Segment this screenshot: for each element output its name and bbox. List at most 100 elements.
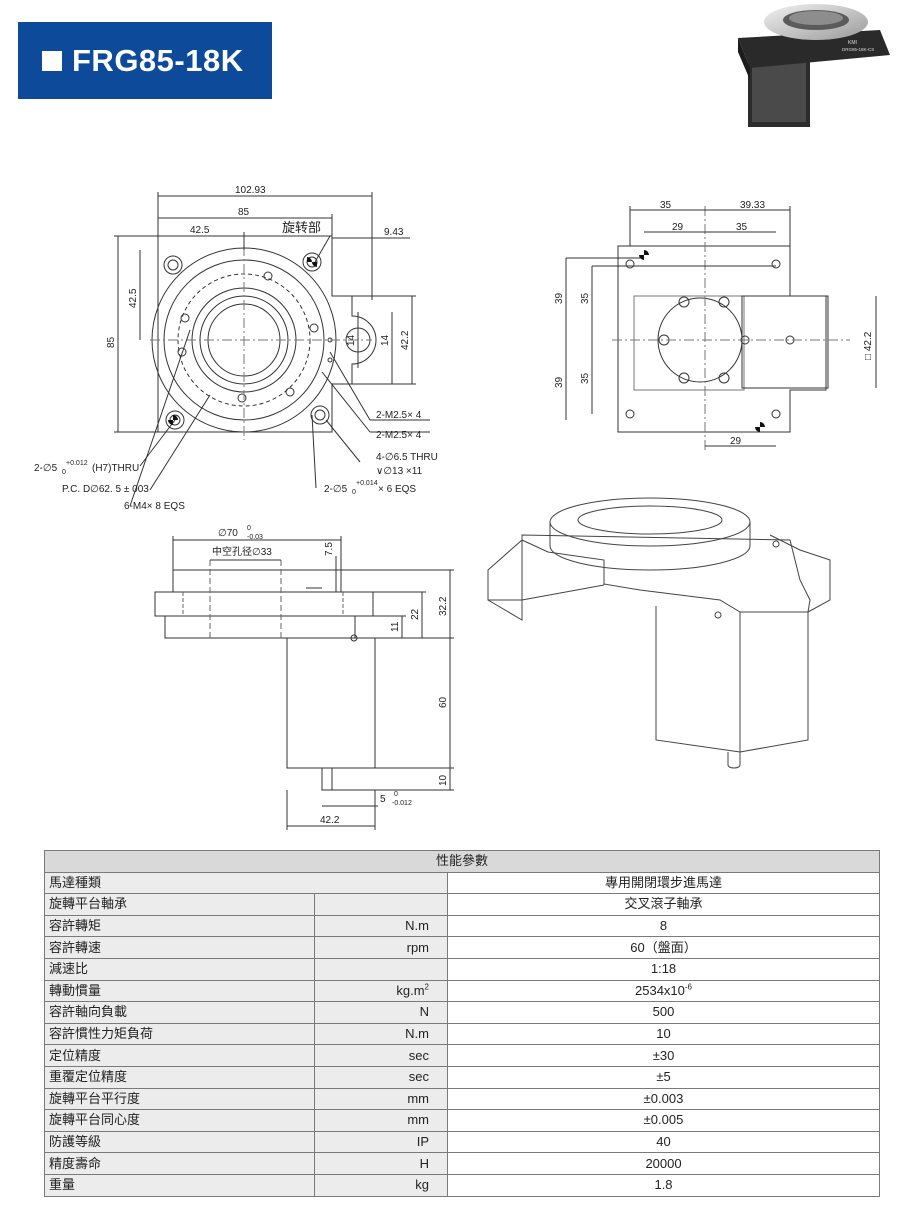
dim-side-42-2: 42.2: [320, 815, 340, 826]
spec-unit-text: N.m: [405, 918, 429, 934]
spec-value-text: 1.8: [654, 1177, 673, 1193]
spec-name: 精度壽命: [44, 1152, 315, 1175]
spec-name: 馬達種類: [44, 871, 448, 895]
dim-half-width: 42.5: [190, 225, 210, 236]
spec-unit-text: rpm: [406, 939, 429, 955]
dim-22: 22: [410, 608, 421, 620]
spec-name: 轉動慣量: [44, 979, 315, 1003]
note-m2-5a: 2-M2.5× 4: [376, 410, 422, 421]
note-pin-1-fit: (H7)THRU: [92, 463, 139, 474]
spec-value: 交叉滾子軸承: [446, 893, 881, 916]
spec-value: 專用開閉環步進馬達: [446, 871, 881, 895]
spec-unit: sec: [314, 1044, 448, 1067]
spec-unit-text: sec: [408, 1047, 429, 1063]
spec-value: 2534x10-6: [446, 979, 881, 1003]
spec-unit: mm: [314, 1087, 448, 1111]
spec-value-text: 500: [652, 1004, 675, 1020]
dim-39b: 39: [554, 376, 565, 388]
dim-14a: 14: [346, 334, 357, 346]
spec-unit: N.m: [314, 914, 448, 938]
spec-unit-text: H: [419, 1155, 429, 1171]
spec-unit: H: [314, 1152, 448, 1175]
spec-value-text: 專用開閉環步進馬達: [605, 874, 723, 890]
note-pin-1-tol0: 0: [62, 469, 66, 476]
dim-width: 85: [238, 207, 250, 218]
note-pin-1: 2-∅5: [34, 463, 58, 474]
spec-value: 500: [446, 1001, 881, 1024]
spec-unit: kg.m2: [314, 979, 448, 1003]
technical-drawing: 102.93 85 42.5 旋转部 9.43 85 42.5 14 14 42…: [34, 185, 877, 830]
note-m2-5b: 2-M2.5× 4: [376, 430, 422, 441]
dim-35b: 35: [736, 222, 748, 233]
spec-value: 10: [446, 1022, 881, 1046]
spec-table-header: 性能參數: [43, 850, 881, 873]
dim-60: 60: [438, 696, 449, 708]
spec-name: 容許轉速: [44, 936, 315, 959]
spec-name: 定位精度: [44, 1044, 315, 1067]
dim-39-33: 39.33: [740, 200, 765, 211]
note-pin-1-tol: +0.012: [66, 460, 88, 467]
spec-value: 20000: [446, 1152, 881, 1175]
dim-overall-width: 102.93: [235, 185, 266, 196]
spec-value-text: 2534x10: [635, 982, 685, 998]
spec-unit: N: [314, 1001, 448, 1024]
spec-value: ±0.005: [446, 1109, 881, 1132]
spec-unit: mm: [314, 1109, 448, 1132]
spec-unit-text: IP: [416, 1134, 429, 1150]
spec-value-text: 60（盤面）: [630, 939, 697, 955]
label-hollow: 中空孔径∅33: [212, 545, 272, 558]
photo-label-1: KMI: [848, 40, 857, 46]
label-rotating: 旋转部: [282, 220, 321, 235]
spec-unit: rpm: [314, 936, 448, 959]
spec-value-text: 8: [659, 918, 668, 934]
spec-value: ±30: [446, 1044, 881, 1067]
note-holes-1: 4-∅6.5 THRU: [376, 452, 438, 463]
spec-value: 60（盤面）: [446, 936, 881, 959]
spec-value-text: 20000: [645, 1155, 682, 1171]
dim-10: 10: [438, 774, 449, 786]
spec-name: 減速比: [44, 957, 315, 981]
spec-value-text: ±0.005: [643, 1112, 684, 1128]
table-row: 重覆定位精度 sec ±5: [44, 1065, 881, 1089]
dim-29b: 29: [730, 436, 742, 447]
spec-value-text: 40: [656, 1134, 671, 1150]
spec-unit-text: sec: [408, 1069, 429, 1085]
spec-unit: [314, 893, 448, 916]
spec-unit-sup: 2: [424, 982, 429, 992]
dim-7-5: 7.5: [324, 542, 335, 556]
spec-name: 重覆定位精度: [44, 1065, 315, 1089]
spec-value-text: 1:18: [650, 961, 677, 977]
spec-value-text: 10: [656, 1026, 671, 1042]
table-row: 旋轉平台軸承交叉滾子軸承: [44, 893, 881, 916]
spec-name: 旋轉平台同心度: [44, 1109, 315, 1132]
dim-14b: 14: [380, 334, 391, 346]
spec-unit-text: N.m: [405, 1026, 429, 1042]
dim-39a: 39: [554, 292, 565, 304]
photo-label-2: DRG85-18K-CS: [842, 47, 874, 52]
spec-value: ±0.003: [446, 1087, 881, 1111]
dim-height: 85: [106, 336, 117, 348]
square-icon: [42, 50, 62, 71]
spec-unit: kg: [314, 1173, 448, 1197]
spec-unit-text: mm: [407, 1090, 429, 1106]
spec-name: 容許軸向負載: [44, 1001, 315, 1024]
dim-29a: 29: [672, 222, 684, 233]
table-row: 精度壽命 H 20000: [44, 1152, 881, 1175]
spec-unit: IP: [314, 1130, 448, 1154]
table-row: 容許轉速 rpm 60（盤面）: [44, 936, 881, 959]
spec-value: 1:18: [446, 957, 881, 981]
dim-42-2: 42.2: [400, 330, 411, 350]
spec-value: 1.8: [446, 1173, 881, 1197]
table-row: 減速比 1:18: [44, 957, 881, 981]
spec-value-text: ±5: [656, 1069, 671, 1085]
note-holes-2: ∨∅13 ×11: [376, 466, 423, 477]
spec-unit-text: kg.m: [396, 982, 425, 998]
spec-value: 8: [446, 914, 881, 938]
dim-sq42-2: □ 42.2: [863, 331, 874, 360]
dim-dia70-tol-top: 0: [247, 525, 251, 532]
spec-name: 容許慣性力矩負荷: [44, 1022, 315, 1046]
